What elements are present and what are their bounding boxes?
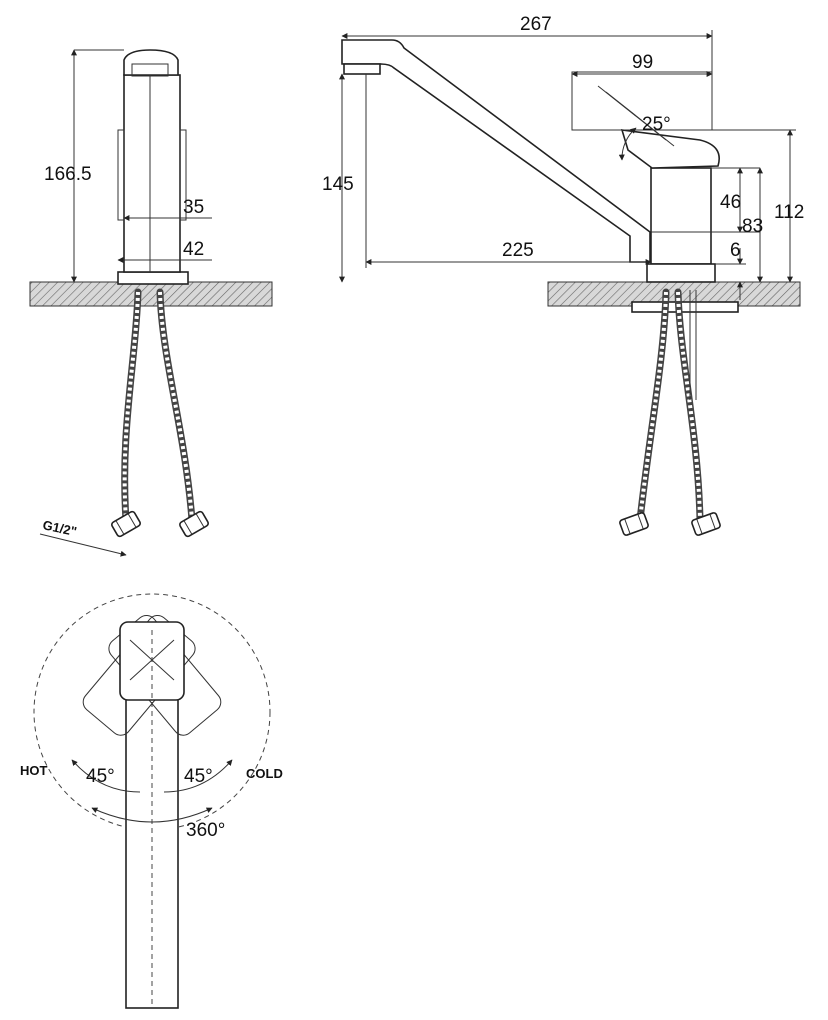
thread-size-label: G1/2" (41, 517, 78, 539)
side-handle (620, 129, 720, 169)
side-spout (341, 39, 651, 263)
cold-label: COLD (246, 766, 283, 781)
spout-aerator (343, 63, 381, 75)
front-handle (123, 49, 179, 76)
front-body (123, 74, 181, 273)
lever-angle-label: 25° (642, 114, 671, 135)
front-height-label: 166.5 (44, 164, 92, 185)
reach-label: 225 (502, 240, 534, 261)
front-base-plate (117, 271, 189, 285)
cold-angle-label: 45° (184, 766, 213, 787)
spout-height-label: 145 (322, 174, 354, 195)
side-body (650, 167, 712, 265)
body-total-label: 83 (742, 216, 763, 237)
total-length-label: 267 (520, 14, 552, 35)
base-label: 6 (730, 240, 741, 261)
side-view: 25° 267 99 145 225 46 83 6 112 (322, 14, 804, 536)
side-base (646, 263, 716, 283)
front-width-inner-label: 35 (183, 197, 204, 218)
front-countertop (29, 281, 273, 307)
front-hoses (111, 288, 209, 538)
hot-label: HOT (20, 763, 48, 778)
body-height-label: 46 (720, 192, 741, 213)
rotation-circle (33, 593, 271, 831)
hot-angle-label: 45° (86, 766, 115, 787)
overall-height-label: 112 (774, 202, 804, 223)
handle-length-label: 99 (632, 52, 653, 73)
side-hoses (619, 288, 721, 536)
front-width-outer-label: 42 (183, 239, 204, 260)
front-view: 166.5 35 42 G1/2" (29, 49, 273, 557)
top-view: HOT COLD 45° 45° 360° (20, 593, 283, 1009)
rotation-label: 360° (186, 820, 225, 841)
